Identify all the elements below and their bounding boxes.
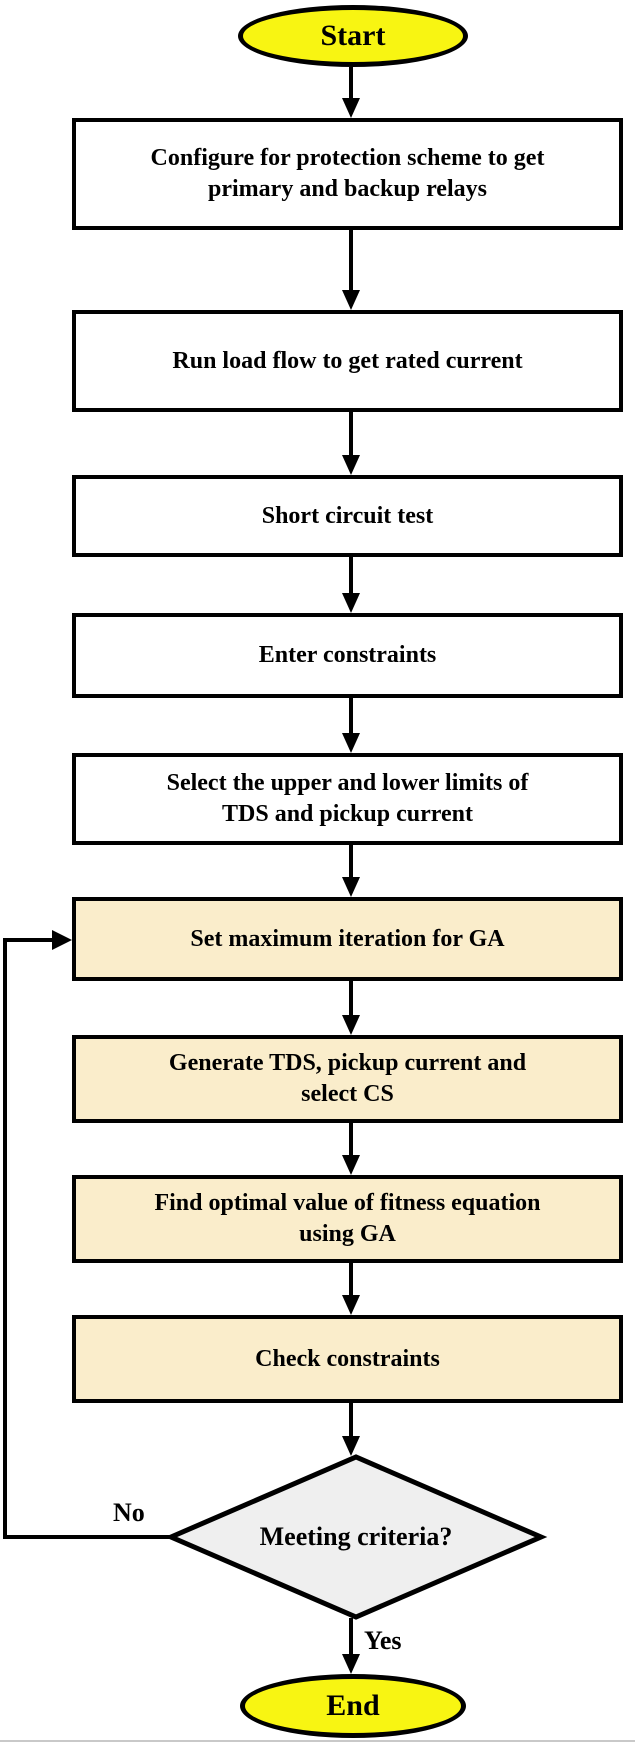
process-label: Set maximum iteration for GA (190, 925, 505, 952)
no-loop-top-line (3, 938, 52, 942)
process-check-constraints: Check constraints (72, 1315, 623, 1403)
process-label: Enter constraints (258, 642, 437, 669)
arrow-down-icon (342, 1123, 360, 1175)
arrow-down-icon (342, 1618, 360, 1674)
process-label: Generate TDS, pickup current and select … (168, 1050, 527, 1107)
arrow-down-icon (342, 557, 360, 613)
end-label: End (326, 1689, 380, 1722)
arrow-down-icon (342, 1403, 360, 1456)
arrow-down-icon (342, 230, 360, 310)
process-configure-protection: Configure for protection scheme to get p… (72, 118, 623, 230)
edge-label-yes: Yes (364, 1626, 402, 1655)
edge-label-no: No (113, 1498, 145, 1527)
process-label: Run load flow to get rated current (172, 347, 523, 374)
process-label: Check constraints (255, 1345, 440, 1372)
decision-diamond (164, 1454, 548, 1620)
arrow-down-icon (342, 412, 360, 475)
process-label: Select the upper and lower limits of TDS… (166, 770, 529, 827)
no-loop-bottom-line (3, 1535, 173, 1539)
start-terminal: Start (238, 5, 468, 67)
arrow-down-icon (342, 1263, 360, 1315)
process-enter-constraints: Enter constraints (72, 613, 623, 698)
process-run-load-flow: Run load flow to get rated current (72, 310, 623, 412)
process-short-circuit-test: Short circuit test (72, 475, 623, 557)
process-find-optimal-fitness: Find optimal value of fitness equation u… (72, 1175, 623, 1263)
no-loop-vertical-line (3, 938, 7, 1539)
process-label: Configure for protection scheme to get p… (150, 145, 545, 202)
process-label: Find optimal value of fitness equation u… (154, 1190, 541, 1247)
process-label: Short circuit test (261, 502, 434, 529)
process-set-max-iteration-ga: Set maximum iteration for GA (72, 897, 623, 981)
end-terminal: End (240, 1674, 466, 1738)
arrow-down-icon (342, 698, 360, 753)
arrow-down-icon (342, 67, 360, 118)
process-select-limits: Select the upper and lower limits of TDS… (72, 753, 623, 845)
start-label: Start (320, 19, 386, 52)
figure-bottom-border (0, 1740, 635, 1742)
arrow-right-icon (52, 930, 72, 950)
arrow-down-icon (342, 845, 360, 897)
arrow-down-icon (342, 981, 360, 1035)
process-generate-tds: Generate TDS, pickup current and select … (72, 1035, 623, 1123)
decision-label: Meeting criteria? (259, 1522, 453, 1551)
